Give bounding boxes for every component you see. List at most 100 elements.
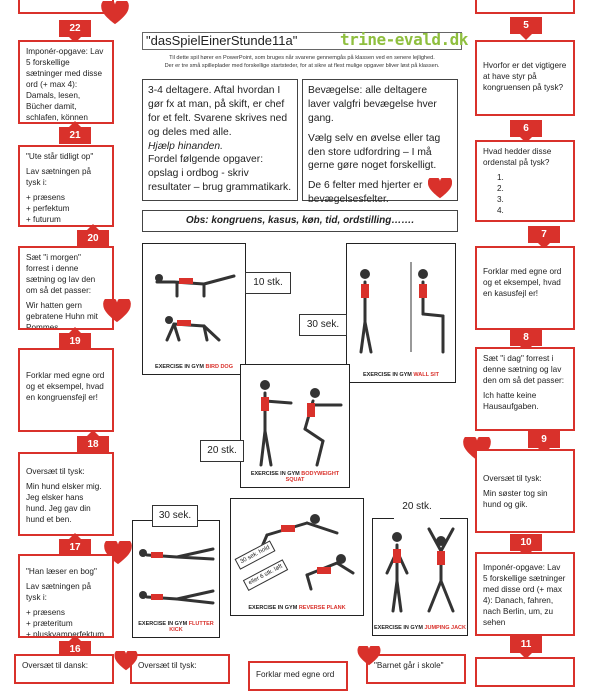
card-field-6[interactable]: Hvorfor er det vigtigere at have styr på…: [475, 40, 575, 116]
card-field-9[interactable]: Sæt "i dag" forrest i denne sætning og l…: [475, 347, 575, 431]
list-item: + præteritum: [26, 619, 73, 629]
field-number-6: 6: [510, 120, 542, 143]
list-item: + futurum: [26, 215, 61, 225]
intro-line-1: Til dette spil hører en PowerPoint, som …: [169, 55, 435, 61]
bird-dog-figure: [155, 274, 236, 342]
brand-logo: trine-evald.dk: [340, 30, 468, 49]
field-number-11: 11: [510, 636, 542, 659]
card-field-16[interactable]: "Han læser en bog" Lav sætningen på tysk…: [18, 554, 114, 638]
card-field-20[interactable]: "Ute står tidligt op" Lav sætningen på t…: [18, 145, 114, 227]
wall-sit-figure: [359, 262, 445, 354]
card-line: Sæt "i dag" forrest i denne sætning og l…: [483, 354, 565, 386]
card-line: Min søster tog sin hund og gik.: [483, 489, 548, 510]
squat-figure: [259, 380, 343, 467]
card-text: Imponér-opgave: Lav 5 forskellige sætnin…: [483, 563, 566, 628]
list-item: 1.: [497, 173, 504, 183]
card-line: Oversæt til tysk:: [26, 467, 85, 476]
exercise-label: EXERCISE IN GYM: [155, 364, 204, 370]
exercise-name: FLUTTER KICK: [169, 621, 214, 633]
card-line: Ich hatte keine Hausaufgaben.: [483, 391, 539, 412]
card-field-17[interactable]: Oversæt til tysk: Min hund elsker mig. J…: [18, 452, 114, 536]
bird-dog-count: 10 stk.: [245, 272, 291, 294]
rules-text: 3-4 deltagere. Aftal hvordan I gør fx at…: [148, 85, 288, 138]
card-bottom-mid-1[interactable]: Oversæt til tysk:: [130, 654, 230, 684]
card-text: Hvorfor er det vigtigere at have styr på…: [483, 61, 567, 93]
exercise-jumping-jack[interactable]: EXERCISE IN GYM JUMPING JACK: [372, 518, 468, 636]
list-item: 2.: [497, 184, 504, 194]
card-bottom-left[interactable]: Oversæt til dansk:: [14, 654, 114, 684]
rules-text: Bevægelse: alle deltagere laver valgfri …: [308, 85, 437, 124]
field-number-8: 8: [510, 329, 542, 352]
list-item: + pluskvamperfektum: [26, 630, 105, 638]
intro-line-2: Der er tre små spilleplader med forskell…: [164, 63, 440, 69]
exercise-caption: EXERCISE IN GYM FLUTTER KICK: [133, 621, 219, 633]
rules-left-box: 3-4 deltagere. Aftal hvordan I gør fx at…: [142, 79, 298, 201]
field-number-22: 22: [59, 20, 91, 43]
card-line: Wir hatten gern gebratene Huhn mit Pomme…: [26, 301, 98, 330]
card-field-11[interactable]: Imponér-opgave: Lav 5 forskellige sætnin…: [475, 552, 575, 636]
flutter-kick-figure: [139, 547, 215, 605]
exercise-label: EXERCISE IN GYM: [248, 605, 298, 611]
list-item: + præsens: [26, 608, 65, 618]
heart-icon: [357, 646, 381, 666]
exercise-wall-sit[interactable]: EXERCISE IN GYM WALL SIT: [346, 243, 456, 383]
wall-sit-count: 30 sek.: [299, 314, 347, 336]
list-item: + perfektum: [26, 204, 70, 214]
field-number-17: 17: [59, 533, 91, 556]
tense-list: + præsens + perfektum + futurum: [26, 192, 106, 225]
card-line: Hvad hedder disse ordenstal på tysk?: [483, 147, 552, 168]
exercise-label: EXERCISE IN GYM: [138, 621, 188, 627]
card-text: Imponér-opgave: Lav 5 forskellige sætnin…: [26, 47, 104, 123]
exercise-caption: EXERCISE IN GYM REVERSE PLANK: [231, 605, 363, 611]
heart-icon: [101, 1, 129, 25]
list-item: 3.: [497, 195, 504, 205]
exercise-label: EXERCISE IN GYM: [250, 471, 300, 477]
field-number-21: 21: [59, 121, 91, 144]
card-line: Min hund elsker mig. Jeg elsker hans hun…: [26, 482, 102, 525]
squat-count: 20 stk.: [200, 440, 244, 462]
rules-text: De 6 felter med hjerter er bevægelsesfel…: [308, 180, 423, 206]
rules-text-italic: Hjælp hinanden.: [148, 140, 223, 152]
exercise-name: REVERSE PLANK: [298, 605, 346, 611]
card-field-8[interactable]: Forklar med egne ord og et eksempel, hva…: [475, 246, 575, 330]
exercise-name: WALL SIT: [413, 372, 439, 378]
card-field-10[interactable]: Oversæt til tysk: Min søster tog sin hun…: [475, 449, 575, 533]
exercise-caption: EXERCISE IN GYM BIRD DOG: [143, 364, 245, 370]
card-top-left-partial: [18, 0, 114, 14]
heart-icon: [428, 178, 452, 199]
field-number-10: 10: [510, 534, 542, 557]
field-number-5: 5: [510, 17, 542, 40]
exercise-squat[interactable]: EXERCISE IN GYM BODYWEIGHT SQUAT: [240, 364, 350, 488]
exercise-caption: EXERCISE IN GYM BODYWEIGHT SQUAT: [241, 471, 349, 483]
field-number-19: 19: [59, 327, 91, 350]
card-line: "Han læser en bog": [26, 567, 97, 576]
field-number-16: 16: [59, 635, 91, 658]
card-field-21[interactable]: Imponér-opgave: Lav 5 forskellige sætnin…: [18, 40, 114, 124]
header-box: [142, 32, 462, 50]
obs-text: Obs: kongruens, kasus, køn, tid, ordstil…: [185, 215, 415, 226]
exercise-flutter-kick[interactable]: EXERCISE IN GYM FLUTTER KICK: [132, 520, 220, 638]
exercise-reverse-plank[interactable]: 30 sek. hold eller 6 stk. løft EXERCISE …: [230, 498, 364, 616]
field-number-18: 18: [77, 430, 109, 453]
heart-icon: [114, 651, 138, 671]
card-line: Sæt "i morgen" forrest i denne sætning o…: [26, 253, 96, 296]
card-line: Oversæt til tysk:: [483, 474, 542, 483]
card-field-19[interactable]: Sæt "i morgen" forrest i denne sætning o…: [18, 246, 114, 330]
card-bottom-mid-2[interactable]: Forklar med egne ord: [248, 661, 348, 691]
exercise-bird-dog[interactable]: EXERCISE IN GYM BIRD DOG: [142, 243, 246, 375]
card-field-18[interactable]: Forklar med egne ord og et eksempel, hva…: [18, 348, 114, 432]
field-number-9: 9: [528, 431, 560, 454]
card-line: "Ute står tidligt op": [26, 152, 94, 161]
flutter-kick-count: 30 sek.: [152, 505, 198, 527]
heart-icon: [103, 299, 131, 323]
card-field-7[interactable]: Hvad hedder disse ordenstal på tysk? 1. …: [475, 140, 575, 222]
card-bottom-mid-3[interactable]: "Barnet går i skole": [366, 654, 466, 684]
field-number-20: 20: [77, 224, 109, 247]
tense-list: + præsens + præteritum + pluskvamperfekt…: [26, 607, 106, 638]
exercise-caption: EXERCISE IN GYM WALL SIT: [347, 372, 455, 378]
list-item: + præsens: [26, 193, 65, 203]
rules-text: Fordel følgende opgaver: opslag i ordbog…: [148, 154, 292, 194]
card-line: Lav sætningen på tysk i:: [26, 167, 92, 188]
card-text: Forklar med egne ord og et eksempel, hva…: [26, 371, 105, 403]
card-top-right-partial: [475, 0, 575, 14]
